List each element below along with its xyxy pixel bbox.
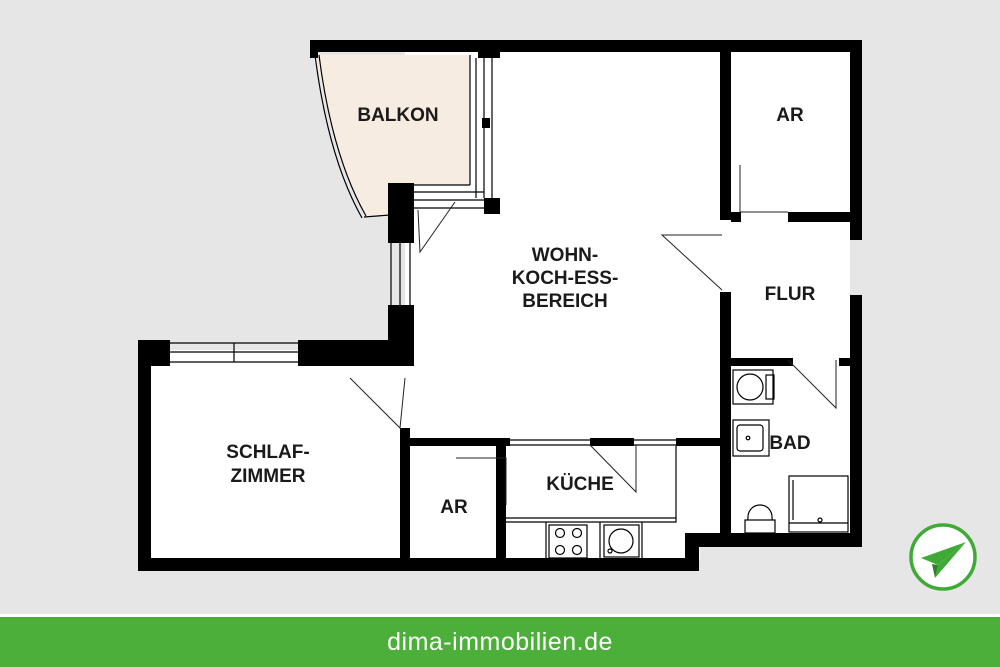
door-swings [349,165,837,505]
washing-machine-icon [732,369,775,405]
window-living-balcony [414,58,493,209]
room-label-balkon: BALKON [357,105,438,126]
interior-walls [400,50,850,560]
floor-fill [150,50,850,560]
room-label-bad: BAD [769,433,810,454]
balcony-floor [315,55,470,218]
room-label-kueche: KÜCHE [546,474,614,495]
kitchen-openings [510,439,676,446]
kitchen-counter [506,446,677,560]
room-label-wohn-3: BEREICH [522,291,608,312]
footer-bar: dima-immobilien.de [0,614,1000,667]
paper-plane-logo-icon [909,523,977,591]
toilet-icon [744,504,776,534]
washbasin-icon [732,419,770,457]
website-link[interactable]: dima-immobilien.de [387,627,613,656]
room-label-wohn-2: KOCH-ESS- [512,268,619,289]
sink-icon [603,524,640,558]
shower-icon [788,475,849,533]
floor-plan: BALKON AR WOHN- KOCH-ESS- BEREICH FLUR B… [138,40,862,571]
room-label-flur: FLUR [765,284,816,305]
room-label-schlaf-1: SCHLAF- [226,442,309,463]
room-label-ar-bottom: AR [440,497,468,518]
window-living-west [390,243,411,305]
room-label-ar-top: AR [776,105,804,126]
window-bedroom [170,342,298,363]
stove-icon [548,524,588,559]
room-label-wohn-1: WOHN- [532,245,598,266]
balcony-railing [314,54,471,219]
room-label-schlaf-2: ZIMMER [231,466,306,487]
